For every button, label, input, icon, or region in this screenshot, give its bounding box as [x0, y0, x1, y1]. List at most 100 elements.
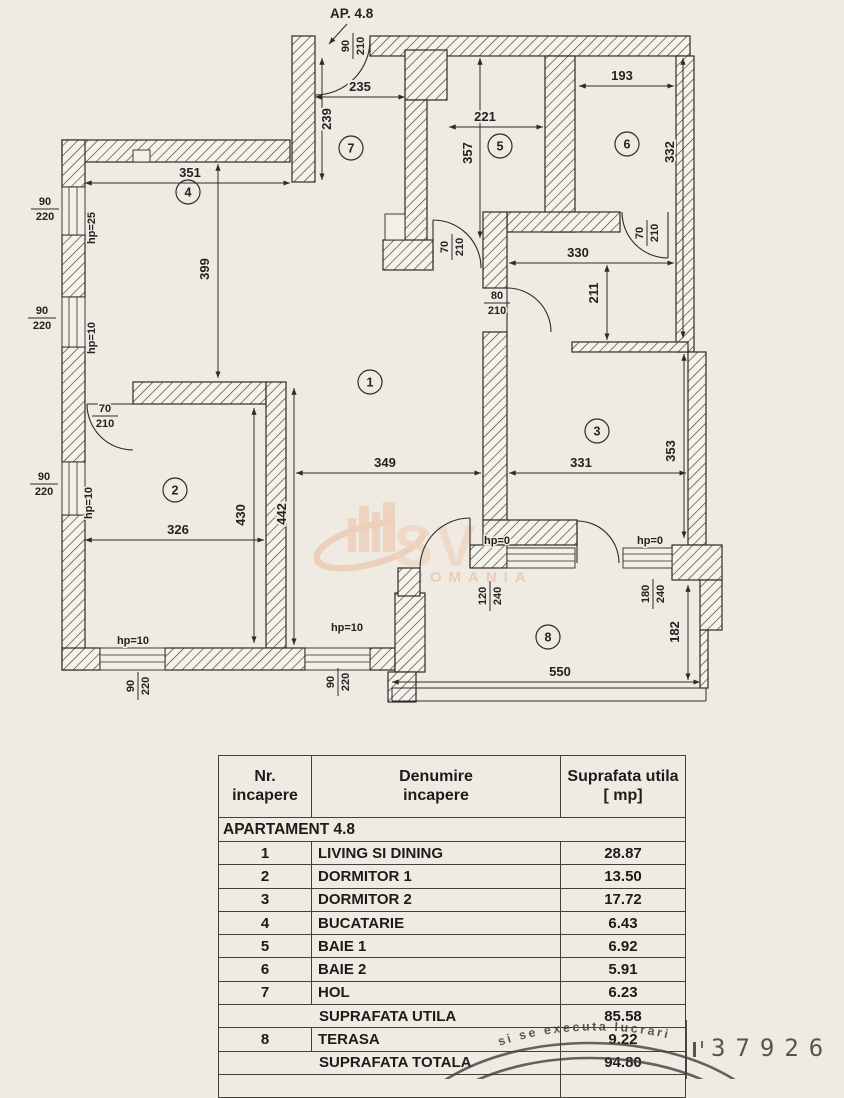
table-row: 4 BUCATARIE 6.43 — [219, 910, 685, 935]
row-name: HOL — [312, 981, 561, 1005]
room-number-dormitor2: 3 — [584, 418, 610, 444]
row-area: 17.72 — [604, 891, 642, 909]
row-area: 5.91 — [608, 961, 638, 979]
header-nr-incapere: Nr.incapere — [219, 756, 312, 817]
row-nr: 7 — [219, 981, 312, 1005]
room-number-hol: 7 — [338, 135, 364, 161]
terrace-parapet — [391, 687, 707, 702]
dim-label: 332 — [662, 141, 677, 163]
svg-text:220: 220 — [36, 211, 54, 223]
bath1-door-arc — [432, 219, 482, 269]
dim-label: 326 — [167, 522, 189, 537]
dim-label: 193 — [611, 68, 633, 83]
row-area: 9.22 — [608, 1031, 638, 1049]
svg-text:2: 2 — [172, 484, 179, 498]
row-area: 94.80 — [604, 1054, 642, 1072]
svg-text:240: 240 — [492, 587, 504, 605]
dim-label: 399 — [197, 258, 212, 280]
row-area: 13.50 — [604, 867, 642, 885]
dim-label: 357 — [460, 142, 475, 164]
table-row: 2 DORMITOR 1 13.50 — [219, 864, 685, 888]
serial-tick-mark — [693, 1042, 696, 1057]
svg-text:4: 4 — [185, 186, 192, 200]
parapet-height-labels: hp=25 hp=10 hp=10 hp=10 hp=10 hp=0 hp=0 — [82, 210, 665, 648]
dimension-labels: 235 239 221 193 357 332 351 399 330 211 … — [165, 66, 684, 681]
table-row: 1 LIVING SI DINING 28.87 — [219, 841, 685, 865]
table-row-suprafata-totala: SUPRAFATA TOTALA 94.80 — [219, 1050, 685, 1074]
serial-number: 37926 — [711, 1034, 834, 1062]
svg-text:90: 90 — [340, 40, 352, 52]
dim-label: 182 — [667, 621, 682, 643]
watermark-buildings-icon — [348, 502, 395, 552]
row-nr: 4 — [219, 911, 312, 935]
room-numbers: 1 2 3 4 5 6 7 8 — [162, 131, 640, 650]
window-kitchen — [61, 186, 86, 236]
row-name: DORMITOR 1 — [312, 865, 561, 888]
table-row: 6 BAIE 2 5.91 — [219, 957, 685, 981]
bedroom1-door-arc — [86, 403, 134, 451]
header-suprafata-utila: Suprafata utila[ mp] — [567, 767, 679, 804]
dim-label: 331 — [570, 455, 592, 470]
window-left-3 — [61, 461, 86, 516]
room-number-dormitor1: 2 — [162, 477, 188, 503]
dimension-lines — [85, 58, 700, 685]
hp-label: hp=0 — [484, 535, 510, 547]
row-nr: 5 — [219, 935, 312, 958]
row-name: SUPRAFATA TOTALA — [219, 1051, 561, 1074]
row-name: DORMITOR 2 — [312, 888, 561, 911]
svg-text:210: 210 — [488, 305, 506, 317]
walls — [61, 35, 723, 703]
window-terrace-2 — [622, 547, 673, 569]
table-row: 7 HOL 6.23 — [219, 980, 685, 1005]
doors — [86, 39, 669, 569]
row-name: SUPRAFATA UTILA — [219, 1005, 561, 1028]
svg-text:120: 120 — [477, 587, 489, 605]
window-bottom-1 — [99, 647, 166, 671]
entry-arrow — [328, 23, 348, 45]
svg-text:7: 7 — [348, 142, 355, 156]
svg-text:220: 220 — [33, 320, 51, 332]
row-nr: 8 — [219, 1028, 312, 1051]
row-nr: 3 — [219, 888, 312, 911]
svg-text:90: 90 — [38, 471, 50, 483]
dim-label: 349 — [374, 455, 396, 470]
apartment-section-label: APARTAMENT 4.8 — [223, 820, 356, 838]
svg-text:220: 220 — [35, 486, 53, 498]
entry-door-arc — [314, 39, 371, 96]
svg-text:90: 90 — [36, 305, 48, 317]
svg-text:70: 70 — [99, 403, 111, 415]
table-row-suprafata-utila: SUPRAFATA UTILA 85.58 — [219, 1004, 685, 1028]
dim-label: 239 — [319, 108, 334, 130]
table-section-row: APARTAMENT 4.8 — [219, 817, 685, 841]
room-number-living: 1 — [357, 369, 383, 395]
dim-label: 430 — [233, 504, 248, 526]
room-number-baie1: 5 — [487, 133, 513, 159]
hp-label: hp=25 — [86, 212, 98, 244]
row-area: 6.43 — [608, 914, 638, 932]
window-bottom-2 — [304, 647, 371, 671]
wall-notch — [132, 149, 151, 163]
row-nr: 1 — [219, 842, 312, 865]
terrace-door-arc-1 — [419, 517, 471, 569]
row-name: BUCATARIE — [312, 911, 561, 935]
apartment-entry-label: AP. 4.8 — [330, 6, 374, 21]
window-terrace-1 — [506, 547, 576, 569]
svg-text:210: 210 — [454, 238, 466, 256]
dim-label: 330 — [567, 245, 589, 260]
row-area: 85.58 — [604, 1007, 642, 1025]
svg-text:90: 90 — [125, 680, 137, 692]
terrace-door-arc-2 — [576, 520, 620, 564]
svg-text:90: 90 — [39, 196, 51, 208]
row-name: TERASA — [312, 1028, 561, 1051]
room-number-terasa: 8 — [535, 624, 561, 650]
dim-label: 550 — [549, 664, 571, 679]
